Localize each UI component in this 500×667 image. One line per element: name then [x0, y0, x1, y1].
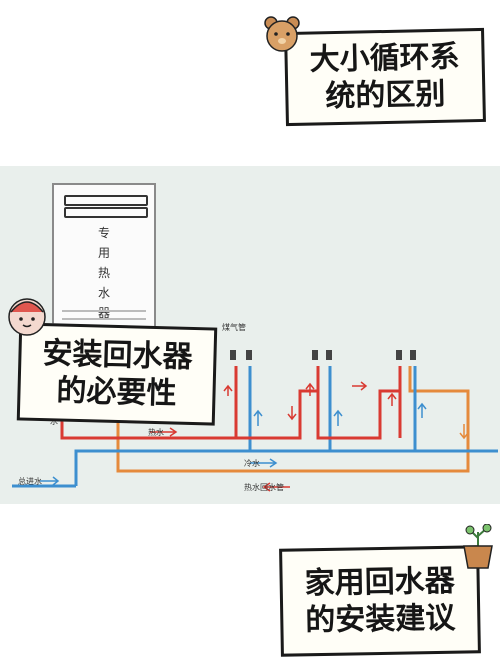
arrow-icon	[417, 402, 427, 418]
vent-slot	[64, 207, 148, 218]
vent-slot	[64, 195, 148, 206]
bear-icon	[264, 16, 300, 52]
water-partial-label: 水	[50, 417, 58, 426]
arrow-icon	[352, 381, 368, 391]
arrow-icon	[305, 382, 315, 396]
hot-water-label: 热水	[148, 428, 164, 437]
title-top-line1: 大小循环系	[309, 38, 460, 78]
hot-water-pipe	[60, 366, 402, 440]
potted-plant-icon	[463, 524, 493, 569]
heater-label: 专 用 热 水 器	[97, 226, 110, 320]
return-pipe	[116, 366, 470, 473]
cold-water-pipe	[74, 449, 498, 486]
return-pipe-label: 热水回水管	[244, 483, 284, 492]
title-mid-line2: 的必要性	[56, 373, 177, 412]
character-sticker-icon	[8, 298, 46, 336]
arrow-icon	[333, 409, 343, 426]
title-top-line2: 统的区别	[325, 76, 446, 115]
title-bottom-line2: 的安装建议	[305, 600, 456, 639]
arrow-icon	[250, 458, 278, 468]
cold-water-label: 冷水	[244, 459, 260, 468]
title-mid-line1: 安装回水器	[42, 335, 193, 375]
arrow-icon	[387, 392, 397, 406]
arrow-icon	[223, 384, 233, 396]
water-heater: 专 用 热 水 器	[52, 183, 156, 338]
faucet-icon	[230, 350, 416, 360]
arrow-icon	[150, 427, 178, 437]
gas-pipe-label: 煤气管	[222, 323, 246, 332]
arrow-icon	[459, 424, 469, 440]
arrow-icon	[262, 482, 290, 492]
inlet-label: 总进水	[18, 477, 42, 486]
title-bottom-line1: 家用回水器	[304, 563, 455, 601]
arrow-icon	[40, 476, 60, 486]
arrow-icon	[287, 406, 297, 421]
pipe-diagram	[12, 350, 498, 492]
title-top: 大小循环系 统的区别	[284, 27, 486, 127]
title-bottom: 家用回水器 的安装建议	[279, 545, 481, 657]
arrow-icon	[253, 409, 263, 426]
